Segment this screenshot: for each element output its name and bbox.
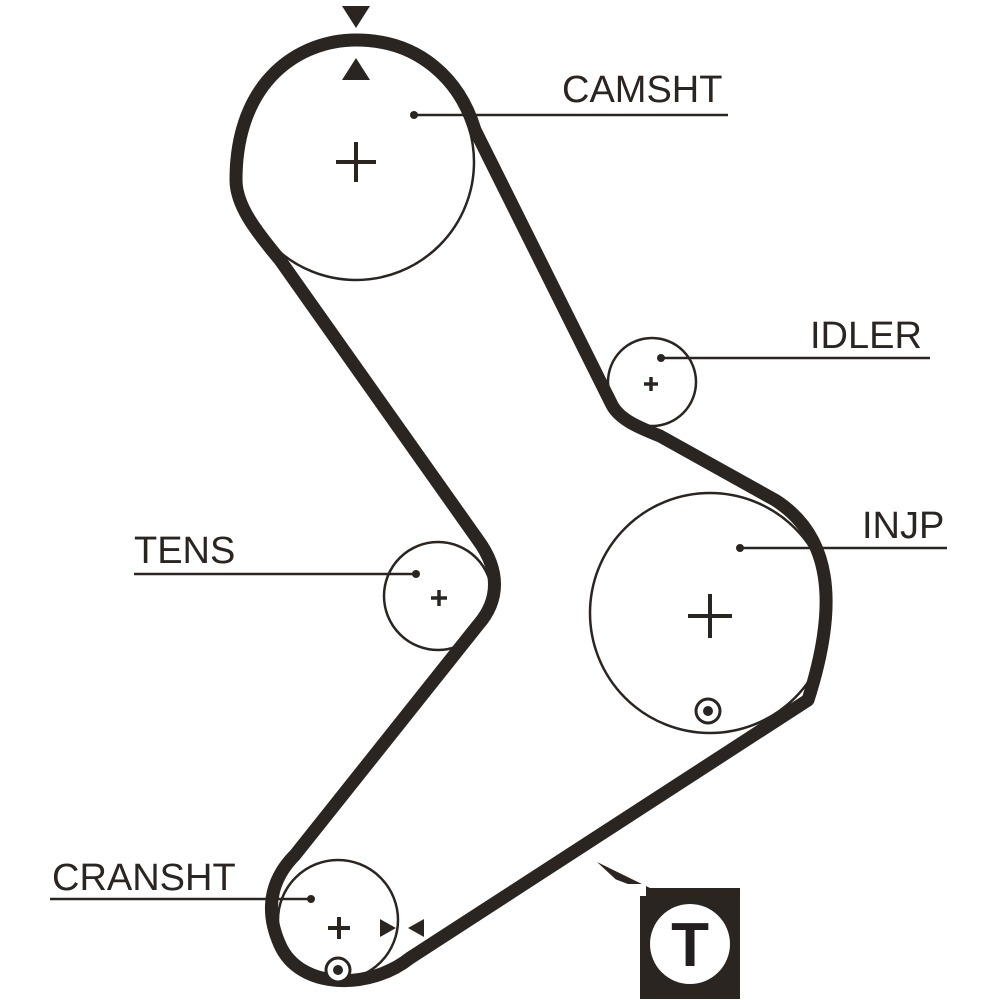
camshaft-timing-mark-icon — [342, 6, 370, 80]
tensioner-badge-icon: T — [597, 862, 740, 999]
tensioner-badge-letter: T — [671, 911, 709, 980]
tensioner-label: TENS — [134, 530, 235, 572]
camshaft-label: CAMSHT — [562, 69, 722, 111]
leader-lines — [50, 111, 947, 903]
camshaft-pulley — [236, 42, 476, 282]
crankshaft-timing-mark-icon — [324, 956, 352, 984]
idler-label: IDLER — [810, 315, 922, 357]
timing-belt — [229, 33, 833, 987]
tensioner-pulley — [382, 540, 494, 652]
injection-pump-pulley — [588, 491, 832, 735]
injection-pump-timing-mark-icon — [694, 697, 722, 725]
crankshaft-alignment-arrows-icon — [380, 919, 424, 937]
idler-pulley — [606, 336, 698, 428]
crankshaft-label: CRANSHT — [52, 857, 236, 899]
injection-pump-label: INJP — [862, 505, 944, 547]
